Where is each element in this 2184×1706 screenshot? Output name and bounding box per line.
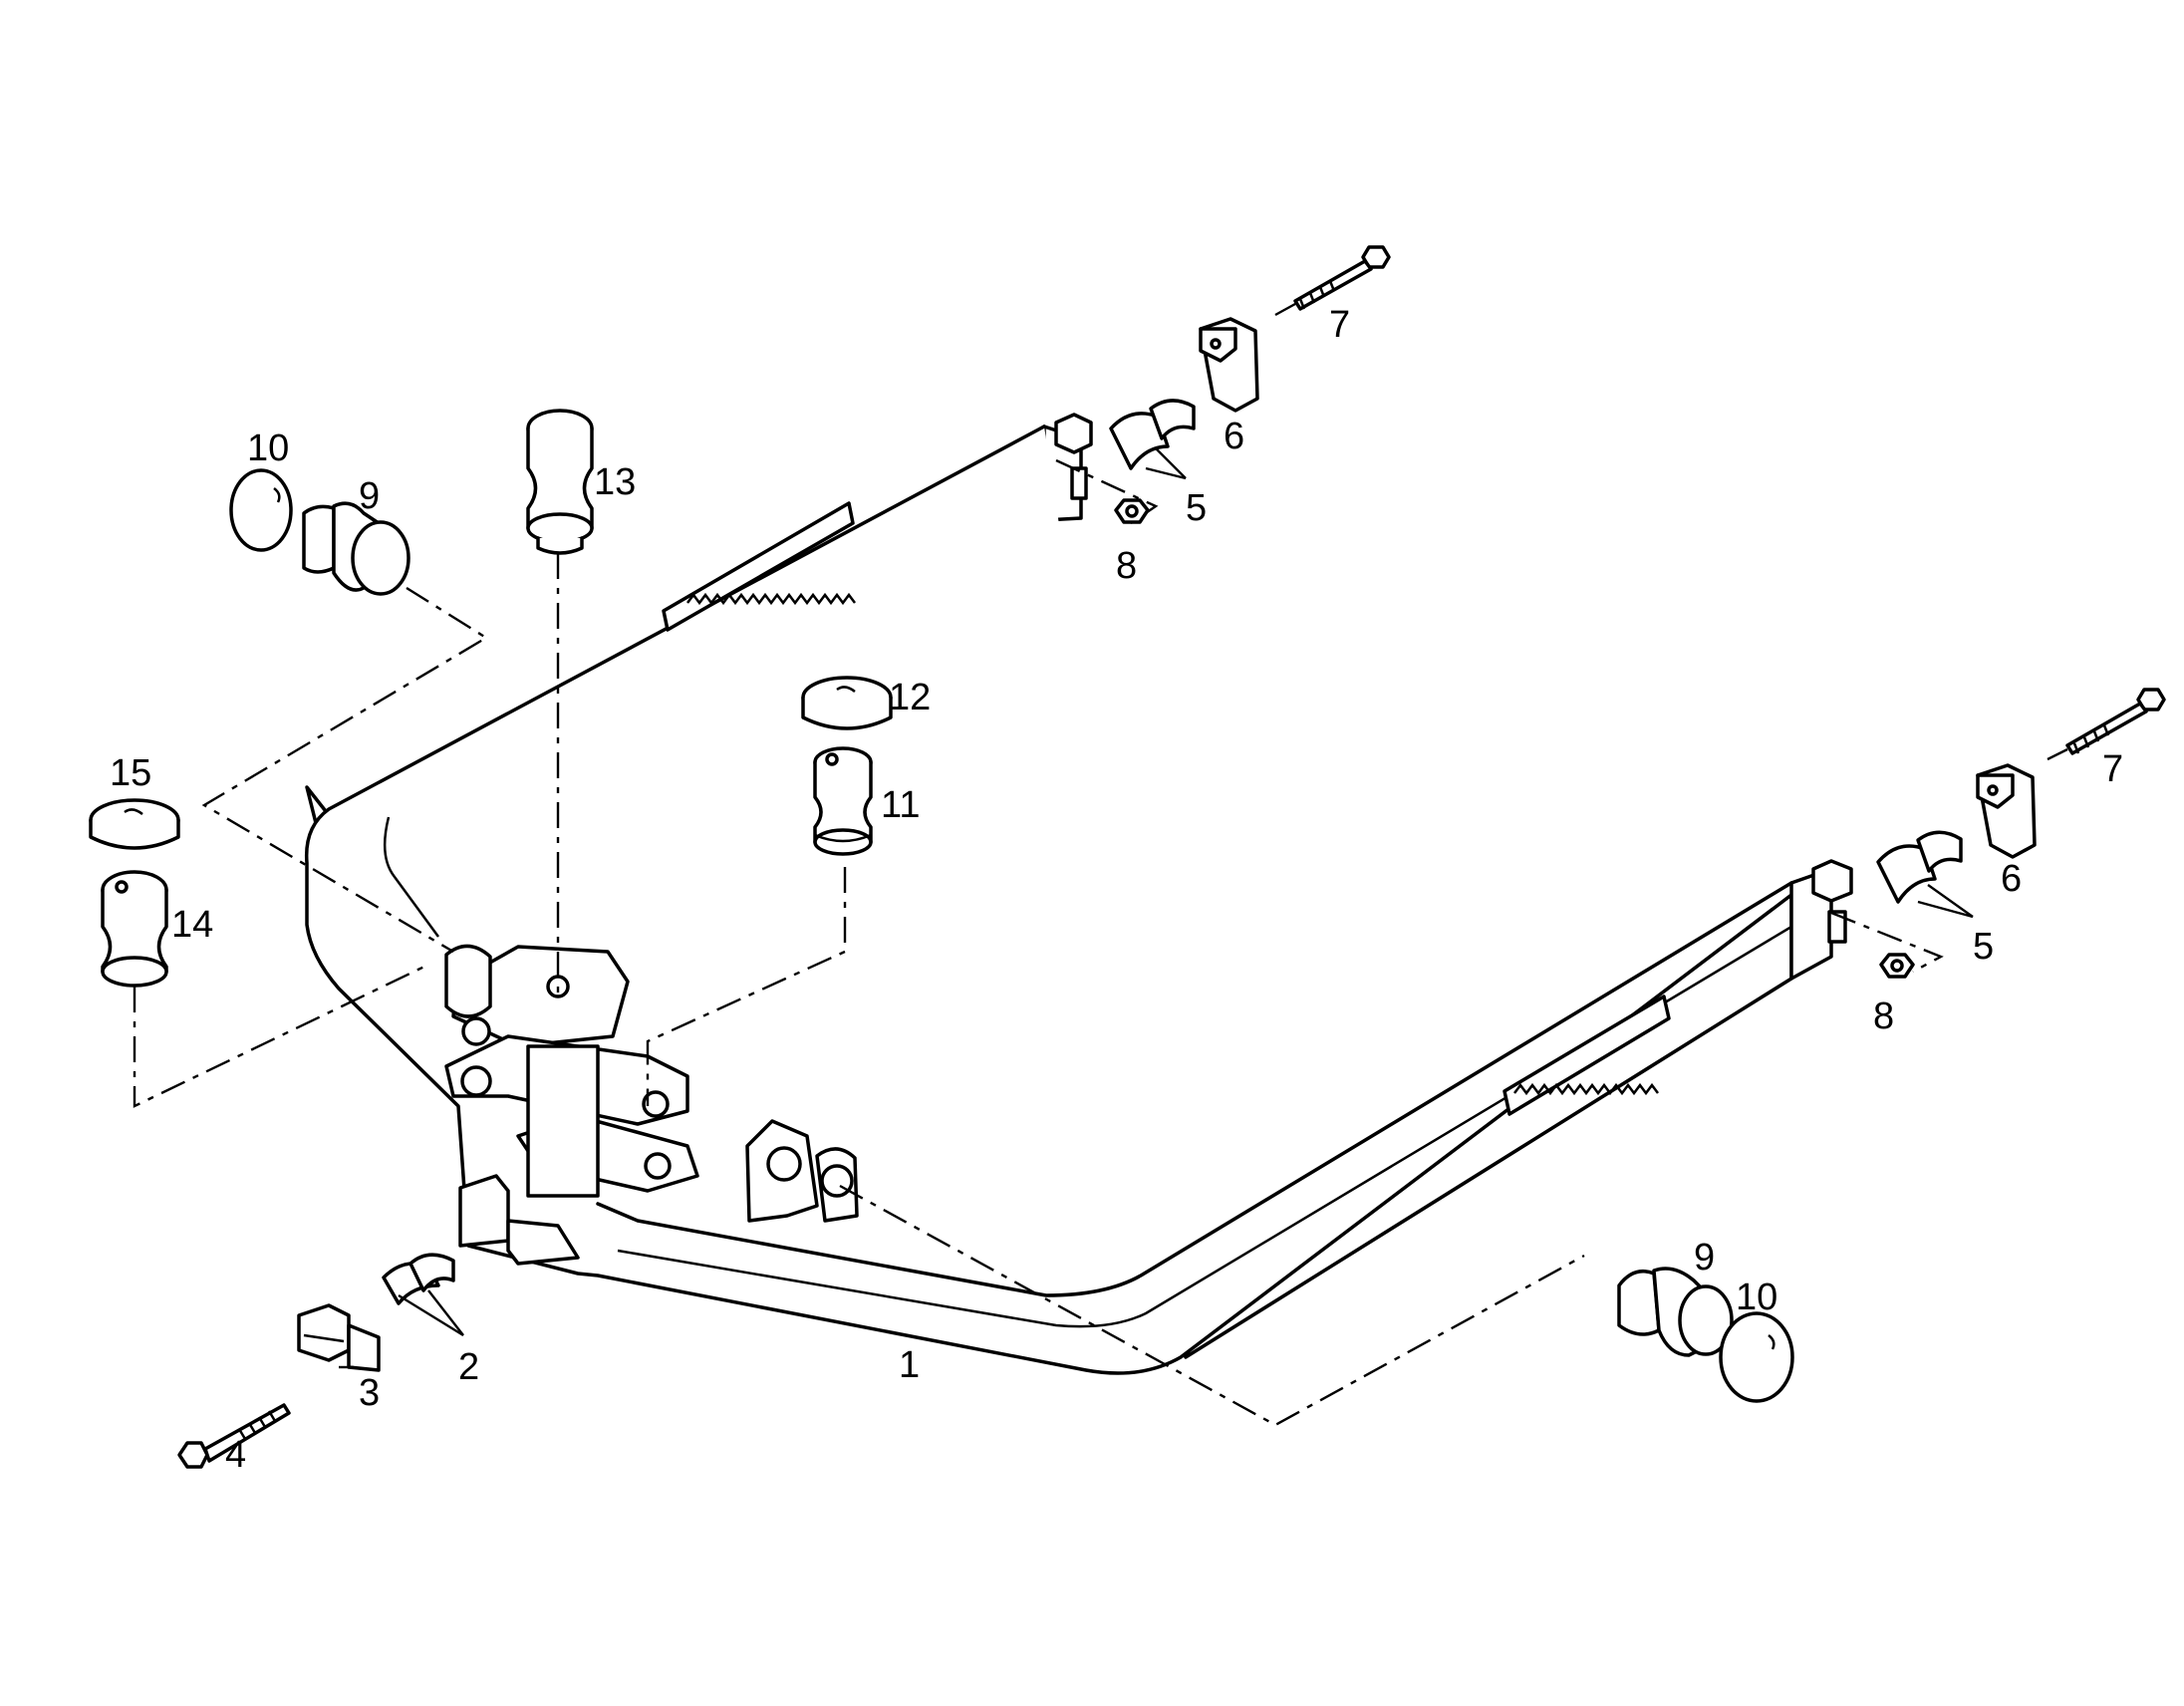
callout-5-right: 5 xyxy=(1973,926,1994,968)
clamp-lower xyxy=(297,1303,381,1372)
callout-10-right: 10 xyxy=(1736,1277,1777,1318)
rubber-block-13 xyxy=(526,409,594,555)
callout-4: 4 xyxy=(225,1434,246,1476)
half-bushings-right xyxy=(1876,830,1963,904)
callout-7-right: 7 xyxy=(2102,748,2123,790)
callout-13: 13 xyxy=(594,461,636,503)
clamp-right xyxy=(1976,763,2037,859)
rubber-block-11 xyxy=(813,746,873,856)
callout-15: 15 xyxy=(110,752,151,794)
bolt-upper xyxy=(1274,245,1391,317)
cap-upper-left xyxy=(229,468,293,552)
callout-14: 14 xyxy=(171,904,213,946)
callout-6-right: 6 xyxy=(2001,858,2022,900)
callout-pointers xyxy=(339,447,1974,1369)
bushing-upper-left xyxy=(302,501,410,596)
callout-1: 1 xyxy=(899,1344,920,1386)
clamp-upper xyxy=(1199,317,1259,413)
cap-12 xyxy=(801,676,893,730)
cap-15 xyxy=(89,798,180,850)
half-bushings-upper xyxy=(1109,399,1196,470)
callout-8-right: 8 xyxy=(1873,995,1894,1037)
callout-3: 3 xyxy=(359,1372,380,1414)
leader-lines xyxy=(133,458,1944,1427)
callout-12: 12 xyxy=(889,677,931,718)
bolt-lower xyxy=(177,1403,291,1469)
cap-lower-right xyxy=(1719,1311,1794,1403)
nut-upper xyxy=(1114,498,1150,524)
callouts: 1 2 3 4 5 6 7 8 9 10 11 12 13 14 15 5 6 … xyxy=(110,304,2123,1476)
axle-frame xyxy=(304,413,1853,1375)
callout-5: 5 xyxy=(1186,487,1207,529)
callout-7: 7 xyxy=(1329,304,1350,346)
callout-2: 2 xyxy=(458,1346,479,1388)
callout-11: 11 xyxy=(881,784,920,826)
callout-9: 9 xyxy=(359,475,380,517)
bushing-lower-right xyxy=(1617,1267,1734,1357)
half-bushings-lower xyxy=(382,1253,455,1305)
rubber-block-14 xyxy=(101,870,168,988)
bolt-right xyxy=(2047,688,2166,761)
callout-10: 10 xyxy=(247,427,289,469)
callout-6: 6 xyxy=(1224,416,1244,457)
nut-right xyxy=(1879,953,1915,979)
callout-9-right: 9 xyxy=(1694,1237,1715,1279)
callout-8: 8 xyxy=(1116,545,1137,587)
